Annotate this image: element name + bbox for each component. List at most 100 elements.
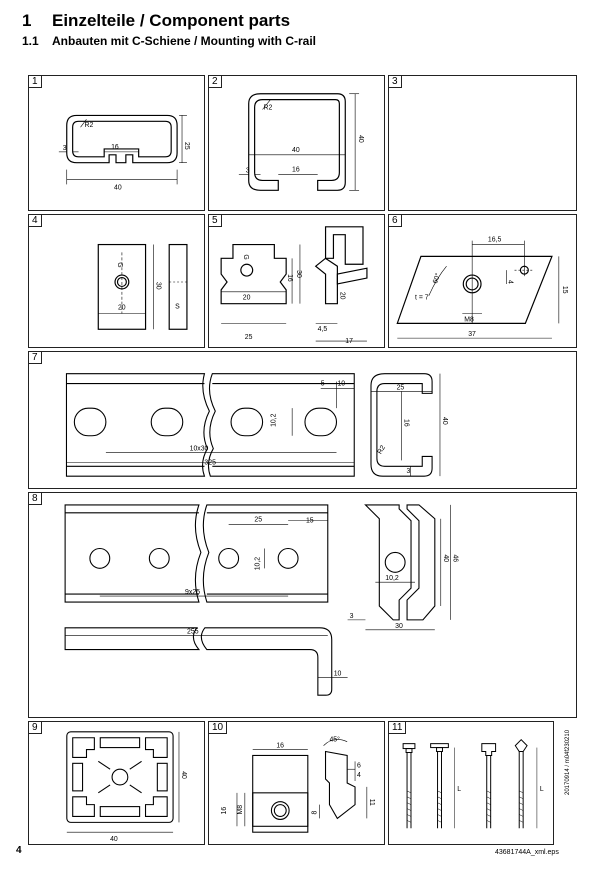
dim-height: 30 [154,282,161,290]
dim-height: 40 [180,771,187,779]
drawing-angle-bracket: 25 15 10,2 9x25 255 10 40 46 10,2 3 30 [64,504,459,696]
dim-profile-width: 25 [397,384,405,391]
panel-label: 11 [389,722,407,734]
dim-angle: 45° [329,736,340,744]
panel-6: 6 16,5 60° 4 15 t = 7 M8 37 [388,214,577,348]
dim-hole-side: 10,2 [385,575,399,582]
dim-pitch-total: 9x25 [185,589,200,596]
dim-total: 11 [368,799,375,806]
dim-height: 16 [221,807,228,815]
dim-slot: 16 [111,144,119,151]
panel-3: 3 [388,75,577,211]
drawing-clamp-nut: G 16 30 20 25 20 4,5 17 [220,226,368,345]
panel-label: 1 [29,76,42,88]
drawing-t-nut: 16 45° 6 4 M8 16 8 11 [221,736,375,833]
panel-label: 8 [29,493,42,505]
panel-label: 3 [389,76,402,88]
dim-height: 40 [357,135,364,143]
panel-label: 6 [389,215,402,227]
dim-radius: R2 [377,444,388,455]
dim-width: 30 [395,623,403,630]
dim-height: 15 [561,286,568,294]
dim-s: S [175,304,180,311]
panel-10: 10 16 45° 6 4 M8 16 8 11 [208,721,385,845]
dim-pitch: 10x30 [190,446,209,453]
subsection-title: 1.1 Anbauten mit C-Schiene / Mounting wit… [22,34,316,48]
page-number: 4 [16,845,22,856]
dim-offset: 4,5 [318,326,328,333]
dim-radius: R2 [263,105,272,112]
panel-label: 2 [209,76,222,88]
drawing-slide-nut: G 30 20 S [97,243,188,330]
dim-profile-height: 40 [441,417,448,425]
dim-inner-height: 40 [442,554,449,562]
panel-2: 2 R2 40 40 3 16 [208,75,385,211]
panel-label: 5 [209,215,222,227]
dim-height: 25 [183,142,190,150]
dim-end-offset: 15 [306,518,314,525]
dim-wall: 3 [246,168,250,175]
dim-slot: 16 [403,419,410,427]
dim-depth: 8 [312,810,319,814]
dim-inner: 16 [286,274,293,282]
dim-radius: R2 [84,122,93,129]
panel-1: 1 R2 25 3 16 40 [28,75,205,211]
dim-hole-pitch: 25 [254,517,262,524]
dim-length: 255 [187,629,199,636]
subsection-title-text: Anbauten mit C-Schiene / Mounting with C… [52,34,316,48]
dim-slot: 20 [243,295,251,302]
dim-edge: 5 [321,381,325,388]
subsection-number: 1.1 [22,34,39,48]
dim-wall: 3 [406,468,410,475]
panel-label: 10 [209,722,228,734]
dim-hole: 10,2 [254,557,261,571]
dim-step: 4 [357,772,361,779]
dim-offset: 10 [337,381,345,388]
dim-width: 40 [114,184,122,191]
drawing-c-rail-upright: R2 40 40 3 16 [238,93,364,191]
dim-thickness: t = 7 [415,295,429,302]
dim-side: 20 [338,292,345,300]
panel-label: 4 [29,215,42,227]
dim-thread: M8 [237,805,244,815]
dim-angle: 60° [431,272,442,285]
dim-shoulder: 6 [357,762,361,769]
dim-depth: 17 [345,338,353,345]
dim-width: 16 [276,743,284,750]
dim-slot: 16 [292,167,300,174]
dim-thread: G [116,262,123,267]
panel-7: 7 5 10 10,2 10x30 325 25 [28,351,577,489]
drawing-angle-plate: 16,5 60° 4 15 t = 7 M8 37 [396,237,568,339]
panel-label: 7 [29,352,42,364]
dim-wall: 3 [350,613,354,620]
dim-length: 325 [204,459,216,466]
dim-return: 10 [334,670,342,677]
dim-width: 40 [292,147,300,154]
dim-width: 25 [245,334,253,341]
panel-8: 8 25 15 10, [28,492,577,718]
dim-length: L [457,786,461,793]
dim-thread: G [242,254,249,259]
dim-width: 37 [468,331,476,338]
side-code: 20170914 / m04f230210 [565,729,571,795]
panel-11: 11 L L [388,721,554,845]
panel-4: 4 G 30 20 S [28,214,205,348]
dim-hole-spacing: 16,5 [488,237,502,244]
dim-thread: M8 [464,316,474,323]
panel-9: 9 40 40 [28,721,205,845]
drawing-c-rail-profile: R2 25 3 16 40 [58,114,190,191]
dim-width: 20 [118,305,126,312]
panel-label: 9 [29,722,42,734]
dim-wall: 3 [63,145,67,152]
dim-height: 30 [295,270,302,278]
panel-5: 5 G 16 30 20 25 20 4,5 17 [208,214,385,348]
file-name: 43681744A_xml.eps [495,849,559,856]
section-title-text: Einzelteile / Component parts [52,11,291,30]
dim-slot-width: 10,2 [270,413,277,427]
drawing-screws: L L [402,739,544,829]
dim-length: L [540,786,544,793]
drawing-slotted-c-rail: 5 10 10,2 10x30 325 25 40 16 R2 3 [65,373,448,477]
dim-width: 40 [110,836,118,843]
dim-outer-height: 46 [452,554,459,562]
